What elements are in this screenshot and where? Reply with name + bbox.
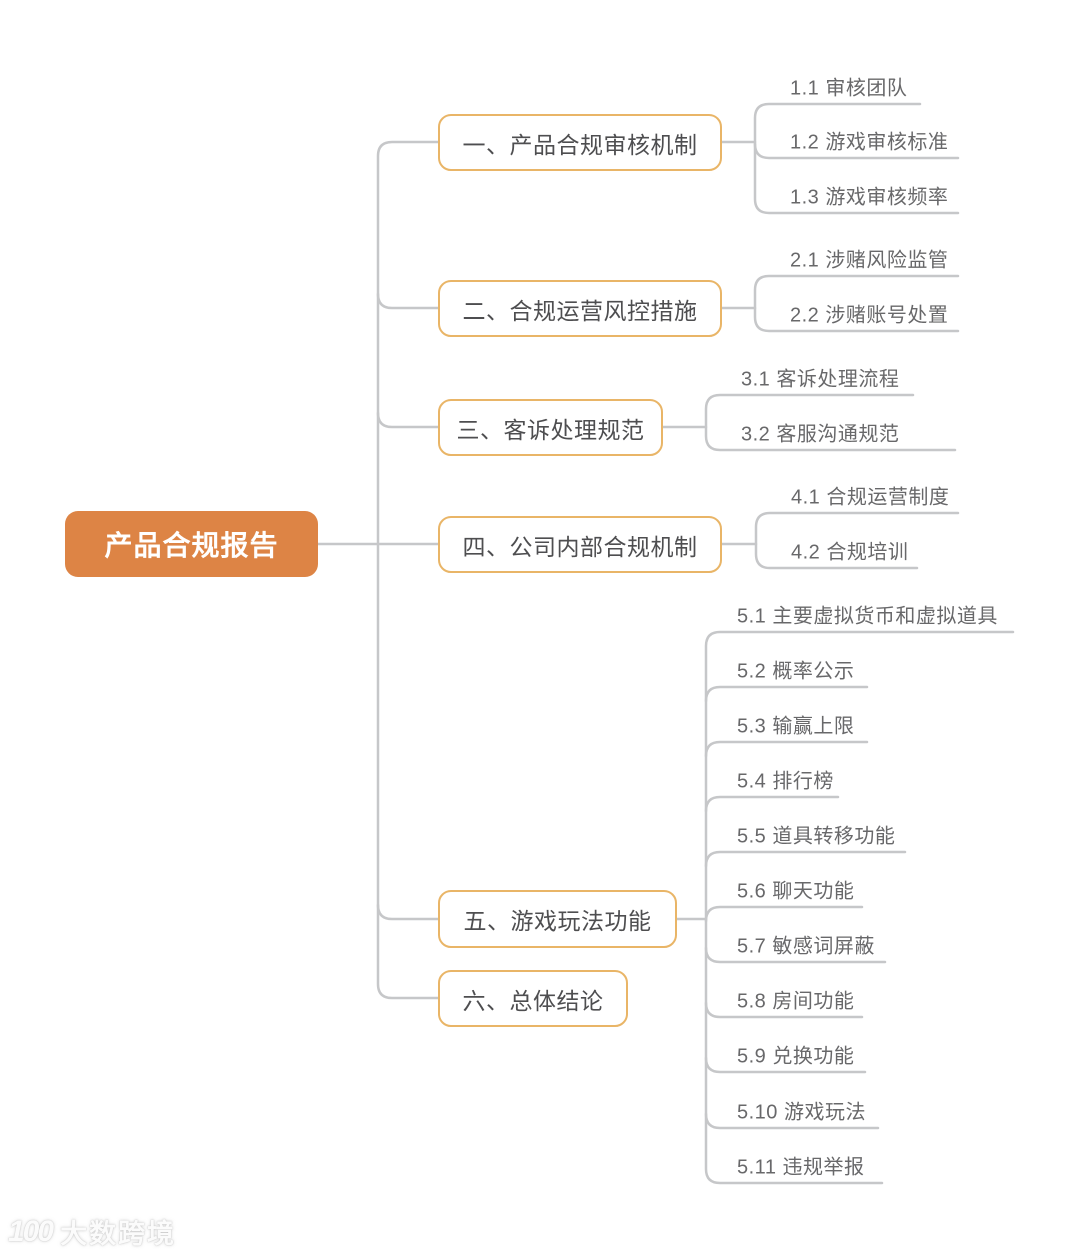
child-node-5-4[interactable]: 5.4 排行榜 [737,770,834,793]
branch-node-1[interactable]: 一、产品合规审核机制 [438,114,722,171]
branch-node-5[interactable]: 五、游戏玩法功能 [438,890,677,948]
connector-g5-c7 [704,946,887,964]
child-node-5-1[interactable]: 5.1 主要虚拟货币和虚拟道具 [737,605,998,628]
connector-g5-c2 [704,685,869,703]
connector-g2-main [753,274,960,333]
connector-g3-main [704,393,957,452]
child-node-4-1[interactable]: 4.1 合规运营制度 [791,486,950,509]
child-node-5-10[interactable]: 5.10 游戏玩法 [737,1101,866,1124]
child-node-2-1[interactable]: 2.1 涉赌风险监管 [790,249,949,272]
root-node[interactable]: 产品合规报告 [65,511,318,577]
branch-node-2[interactable]: 二、合规运营风控措施 [438,280,722,337]
child-node-1-1[interactable]: 1.1 审核团队 [790,77,908,100]
branch-node-3[interactable]: 三、客诉处理规范 [438,399,663,456]
connector-g5-c6 [704,905,864,923]
child-node-5-11[interactable]: 5.11 违规举报 [737,1156,865,1179]
connector-g1-main [753,102,960,215]
child-node-5-9[interactable]: 5.9 兑换功能 [737,1045,855,1068]
branch-node-6[interactable]: 六、总体结论 [438,970,628,1027]
child-node-5-5[interactable]: 5.5 道具转移功能 [737,825,896,848]
child-node-3-2[interactable]: 3.2 客服沟通规范 [741,423,900,446]
watermark-logo-icon: 100 [8,1214,54,1248]
child-node-1-3[interactable]: 1.3 游戏审核频率 [790,186,949,209]
connector-g5-c10 [704,1112,880,1130]
child-node-2-2[interactable]: 2.2 涉赌账号处置 [790,304,949,327]
child-node-5-2[interactable]: 5.2 概率公示 [737,660,855,683]
watermark: 100 大数跨境 [8,1212,176,1251]
connector-trunk [376,140,440,1000]
connector-g5-c8 [704,1001,864,1019]
child-node-5-3[interactable]: 5.3 输赢上限 [737,715,855,738]
connector-g1-mid [753,142,960,160]
connector-g4-main [754,511,960,570]
connector-g5-main [704,630,1015,1185]
child-node-5-7[interactable]: 5.7 敏感词屏蔽 [737,935,875,958]
child-node-1-2[interactable]: 1.2 游戏审核标准 [790,131,949,154]
connector-g5-c4 [704,795,840,813]
child-node-4-2[interactable]: 4.2 合规培训 [791,541,909,564]
connector-branch-5 [376,903,440,921]
connector-branch-3 [376,411,440,429]
branch-node-4[interactable]: 四、公司内部合规机制 [438,516,722,573]
child-node-5-8[interactable]: 5.8 房间功能 [737,990,855,1013]
connector-g5-c3 [704,740,869,758]
connector-g5-c5 [704,850,907,868]
connector-g5-c9 [704,1056,867,1074]
child-node-5-6[interactable]: 5.6 聊天功能 [737,880,855,903]
watermark-brand: 大数跨境 [60,1219,177,1249]
child-node-3-1[interactable]: 3.1 客诉处理流程 [741,368,900,391]
connector-branch-2 [376,292,440,310]
